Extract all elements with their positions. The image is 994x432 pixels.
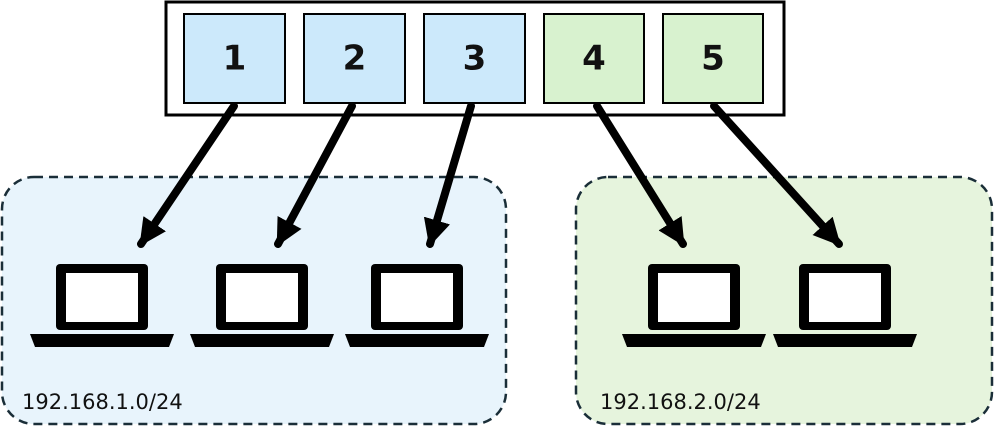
subnet-label-2: 192.168.2.0/24 [600,390,761,414]
subnet-label-1: 192.168.1.0/24 [22,390,183,414]
laptop-icon [622,264,766,347]
laptop-icon [773,264,917,347]
switch-port-5: 5 [662,13,764,104]
port-label-4: 4 [582,39,606,79]
port-label-3: 3 [463,39,487,79]
laptop-icon [30,264,174,347]
subnet-area-2 [574,175,994,426]
switch-port-2: 2 [303,13,406,104]
connection-arrow-3 [423,102,475,248]
port-label-5: 5 [701,39,725,79]
connections [137,102,843,248]
hosts [30,264,917,347]
connection-arrow-5 [710,102,843,248]
connection-arrow-1 [137,102,238,248]
connection-arrow-2 [274,102,356,248]
port-label-1: 1 [223,39,247,79]
switch-port-4: 4 [543,13,645,104]
laptop-icon [190,264,334,347]
connection-arrow-4 [593,102,687,248]
switch-port-1: 1 [183,13,286,104]
laptop-icon [345,264,489,347]
port-label-2: 2 [343,39,367,79]
switch-port-3: 3 [423,13,526,104]
switch: 1 2 3 4 5 [164,0,786,117]
